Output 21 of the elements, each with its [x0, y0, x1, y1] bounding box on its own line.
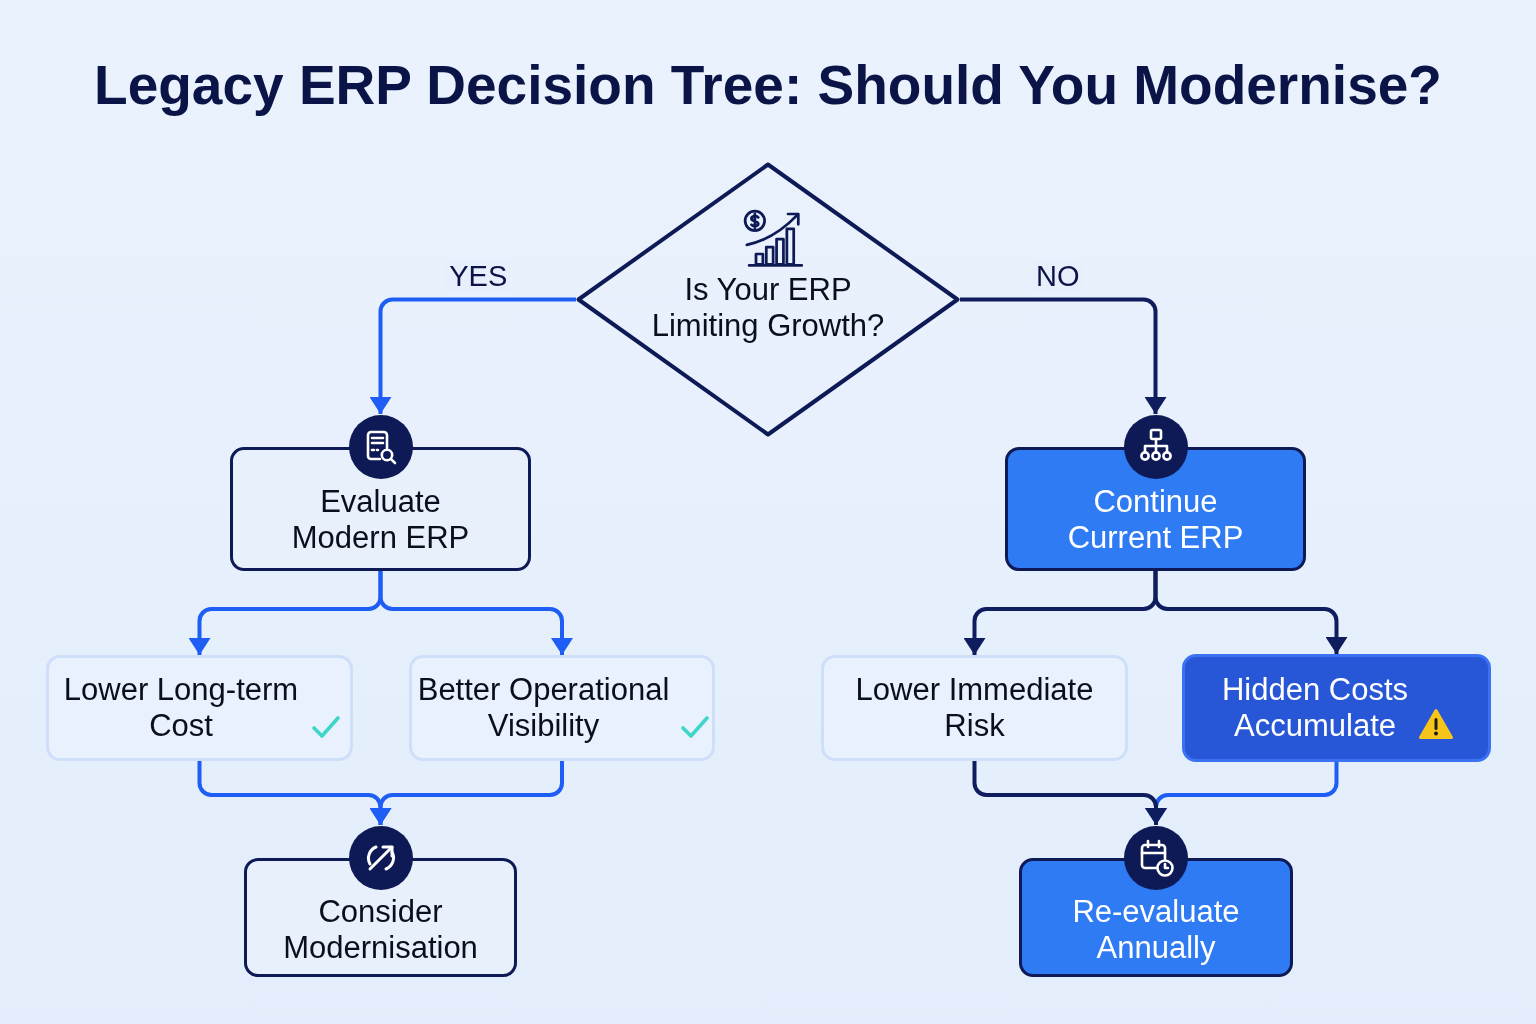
arrow — [972, 761, 1165, 825]
node-text: Lower Long-term Cost — [62, 672, 300, 744]
outcome-box — [46, 655, 353, 761]
node-text: Consider Modernisation — [282, 893, 479, 966]
node-text: Lower Immediate Risk — [854, 672, 1095, 744]
node-text: Evaluate Modern ERP — [290, 484, 471, 556]
node-text: Is Your ERP Limiting Growth? — [650, 271, 886, 344]
arrow — [960, 297, 1164, 414]
node-text: Hidden Costs Accumulate — [1220, 672, 1410, 744]
diagram-title: Legacy ERP Decision Tree: Should You Modernise? — [94, 53, 1442, 117]
arrow — [372, 297, 576, 414]
arrow — [966, 571, 1158, 655]
node-text: Continue Current ERP — [1066, 484, 1245, 556]
outcome-box — [409, 655, 715, 761]
decision-diamond — [576, 162, 960, 437]
arrow — [191, 571, 383, 655]
node-text: Better Operational Visibility — [416, 672, 671, 744]
outcome-box — [1182, 654, 1491, 762]
arrow — [197, 761, 389, 825]
outcome-box — [821, 655, 1128, 761]
node-text: Re-evaluate Annually — [1071, 893, 1241, 966]
